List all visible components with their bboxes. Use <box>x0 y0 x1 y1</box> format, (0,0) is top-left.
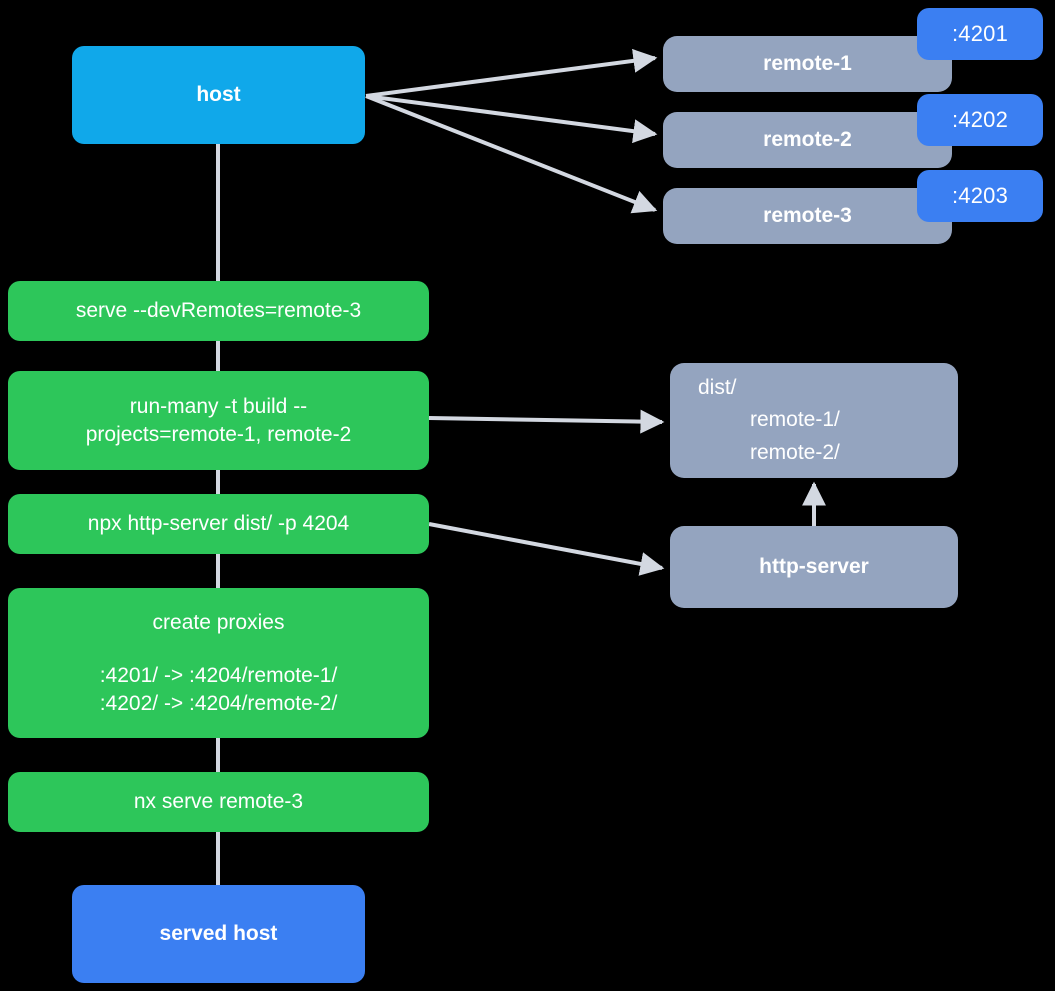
node-served-host-label: served host <box>159 922 278 946</box>
node-served-host[interactable]: served host <box>72 885 365 983</box>
edge-host-to-remote-2 <box>365 94 658 144</box>
node-dist-folder-root: dist/ <box>698 375 737 399</box>
node-command-serve-label: serve --devRemotes=remote-3 <box>75 299 362 323</box>
node-command-npx-http-server-label: npx http-server dist/ -p 4204 <box>87 512 350 536</box>
edge-host-to-remote-3 <box>365 94 658 214</box>
node-command-create-proxies-line-2: :4202/ -> :4204/remote-2/ <box>99 691 338 715</box>
badge-remote-2-port-label: :4202 <box>951 107 1009 132</box>
node-command-serve[interactable]: serve --devRemotes=remote-3 <box>8 281 429 341</box>
edge-npx-to-httpserver <box>428 522 665 576</box>
badge-remote-2-port[interactable]: :4202 <box>917 94 1043 146</box>
node-host[interactable]: host <box>72 46 365 144</box>
node-command-run-many[interactable]: run-many -t build -- projects=remote-1, … <box>8 371 429 470</box>
node-command-npx-http-server[interactable]: npx http-server dist/ -p 4204 <box>8 494 429 554</box>
node-http-server[interactable]: http-server <box>670 526 958 608</box>
node-command-nx-serve-remote-3[interactable]: nx serve remote-3 <box>8 772 429 832</box>
node-command-run-many-line1: run-many -t build -- <box>129 395 308 419</box>
node-remote-2[interactable]: remote-2 <box>663 112 952 168</box>
node-command-create-proxies-line-1: :4201/ -> :4204/remote-1/ <box>99 664 338 688</box>
node-remote-2-label: remote-2 <box>763 128 852 152</box>
badge-remote-1-port-label: :4201 <box>951 21 1009 46</box>
node-dist-folder-child-1: remote-1/ <box>750 408 840 432</box>
node-command-create-proxies-title: create proxies <box>152 611 285 635</box>
node-remote-3-label: remote-3 <box>763 204 852 228</box>
edge-runmany-to-dist <box>428 409 665 434</box>
node-host-label: host <box>196 83 241 107</box>
node-http-server-label: http-server <box>759 555 869 579</box>
node-remote-1-label: remote-1 <box>763 52 852 76</box>
badge-remote-3-port-label: :4203 <box>951 183 1009 208</box>
badge-remote-1-port[interactable]: :4201 <box>917 8 1043 60</box>
node-command-create-proxies[interactable]: create proxies :4201/ -> :4204/remote-1/… <box>8 588 429 738</box>
node-remote-1[interactable]: remote-1 <box>663 36 952 92</box>
node-remote-3[interactable]: remote-3 <box>663 188 952 244</box>
node-dist-folder[interactable]: dist/ remote-1/ remote-2/ <box>670 363 958 478</box>
node-dist-folder-tree: dist/ remote-1/ remote-2/ <box>670 372 958 470</box>
node-command-nx-serve-remote-3-label: nx serve remote-3 <box>133 790 304 814</box>
edge-host-to-remote-1 <box>365 48 658 98</box>
node-dist-folder-child-2: remote-2/ <box>750 440 840 464</box>
node-command-run-many-line2: projects=remote-1, remote-2 <box>85 422 352 446</box>
badge-remote-3-port[interactable]: :4203 <box>917 170 1043 222</box>
